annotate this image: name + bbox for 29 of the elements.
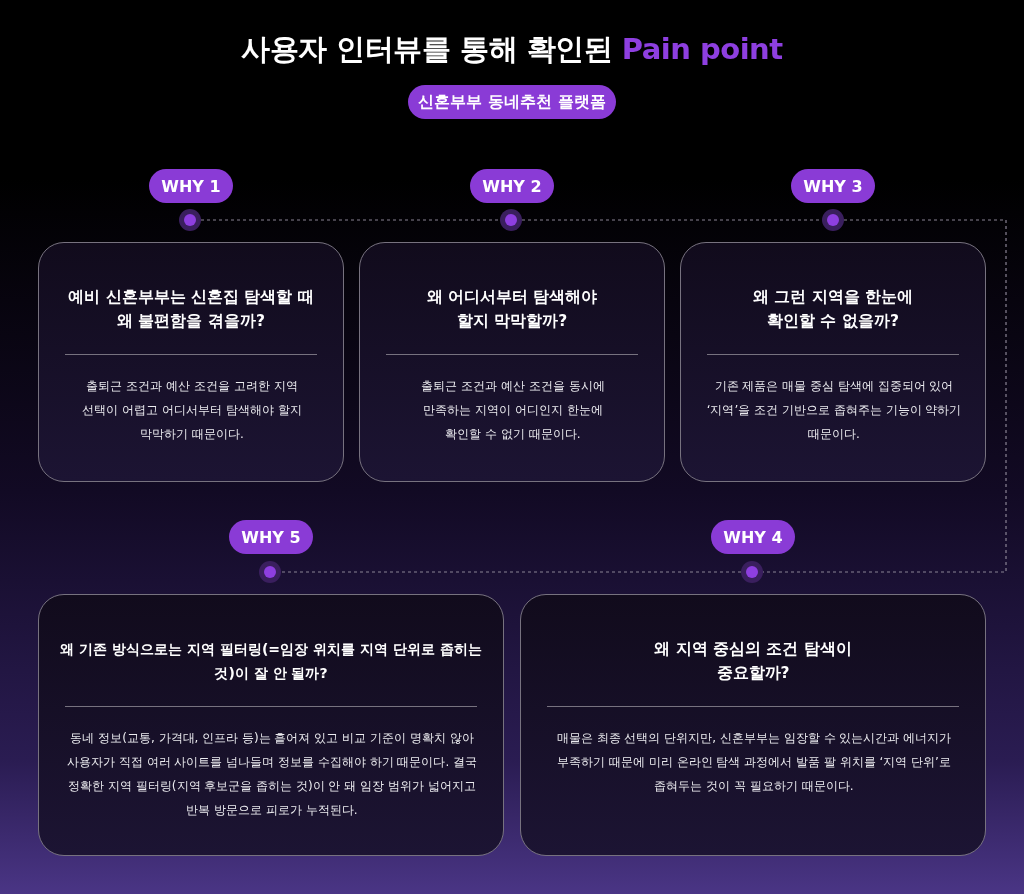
card-body-text: 기존 제품은 매물 중심 탐색에 집중되어 있어 ‘지역’을 조건 기반으로 좁혀주는 기능이 약하기 때문이다. — [705, 378, 963, 443]
question-card — [680, 242, 986, 482]
question-card — [38, 242, 344, 482]
label-badge: WHY 1 — [149, 169, 233, 203]
label-badge: WHY 2 — [470, 169, 554, 203]
card-body-text: 출퇴근 조건과 예산 조건을 동시에 만족하는 지역이 어디인지 한눈에 확인할 수 없기 때문이다. — [420, 378, 606, 443]
connector-line — [200, 219, 501, 221]
label-badge: WHY 4 — [711, 520, 795, 554]
timeline-dot — [179, 209, 201, 231]
card-heading: 왜 그런 지역을 한눈에 확인할 수 없을까? — [751, 287, 915, 332]
card-heading: 왜 어디서부터 탐색해야 할지 막막할까? — [425, 287, 599, 332]
timeline-dot — [741, 561, 763, 583]
question-card — [38, 594, 504, 856]
card-heading: 왜 기존 방식으로는 지역 필터링(=임장 위치를 지역 단위로 좁히는 것)이 잘 안 될까? — [59, 640, 483, 683]
question-card — [359, 242, 665, 482]
connector-line — [280, 571, 742, 573]
timeline-dot — [259, 561, 281, 583]
card-body-text: 동네 정보(교통, 가격대, 인프라 등)는 흩어져 있고 비교 기준이 명확치 않아 사용자가 직접 여러 사이트를 넘나들며 정보를 수집해야 하기 때문이다. 결국 정확한 지역 필터링(지역 후보군을 좁히는 것)이 안 돼 임장 범위가 넓어지고 반복 방문으로 피로가 누적된다. — [65, 730, 479, 819]
timeline-dot — [500, 209, 522, 231]
title: 사용자 인터뷰를 통해 확인된 Pain point — [240, 31, 784, 68]
label-badge: WHY 5 — [229, 520, 313, 554]
card-body-text: 매물은 최종 선택의 단위지만, 신혼부부는 임장할 수 있는시간과 에너지가 부족하기 때문에 미리 온라인 탐색 과정에서 발품 팔 위치를 ‘지역 단위’로 좁혀두는 것이 꼭 필요하기 때문이다. — [555, 730, 953, 795]
card-heading: 왜 지역 중심의 조건 탐색이 중요할까? — [653, 639, 853, 684]
question-card — [520, 594, 986, 856]
card-heading: 예비 신혼부부는 신혼집 탐색할 때 왜 불편함을 겪을까? — [67, 287, 315, 332]
label-badge: 신혼부부 동네추천 플랫폼 — [408, 85, 616, 119]
card-body-text: 출퇴근 조건과 예산 조건을 고려한 지역 선택이 어렵고 어디서부터 탐색해야 할지 막막하기 때문이다. — [81, 378, 303, 443]
timeline-dot — [822, 209, 844, 231]
label-badge: WHY 3 — [791, 169, 875, 203]
